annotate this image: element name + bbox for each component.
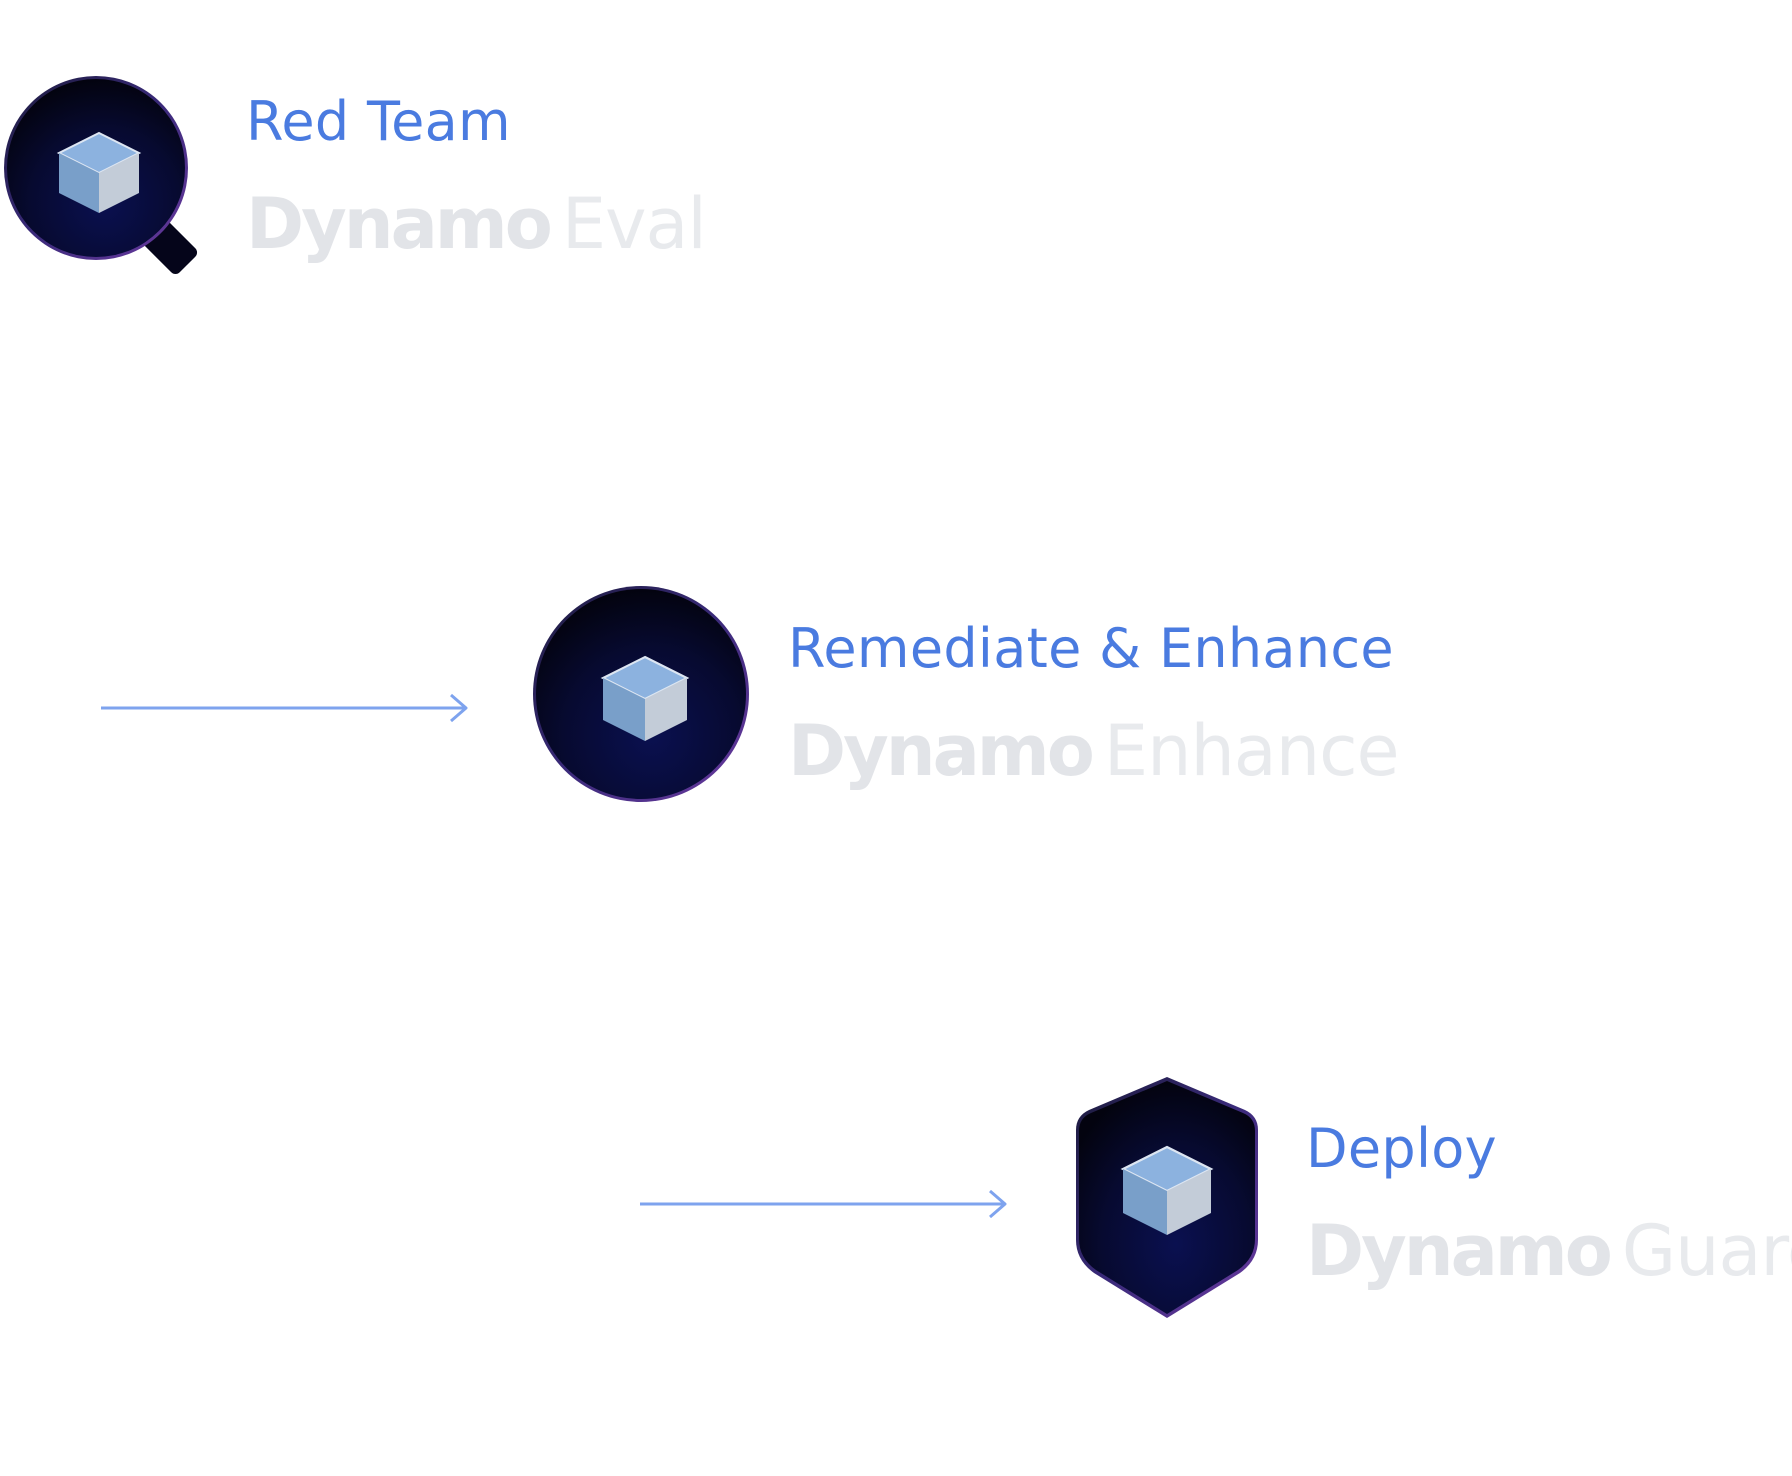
product-name: DynamoGuard [1306, 1216, 1792, 1286]
product-label: Guard [1621, 1210, 1792, 1292]
step-title: Red Team [246, 90, 511, 153]
brand-name: Dynamo [246, 183, 553, 265]
magnifier-cube-icon [4, 76, 198, 275]
step-title: Remediate & Enhance [788, 617, 1394, 680]
product-label: Enhance [1103, 710, 1400, 792]
connector-enhance-to-guard [639, 870, 1007, 1219]
brand-name: Dynamo [1306, 1210, 1613, 1292]
shield-cube-icon [1076, 1077, 1258, 1318]
step-title: Deploy [1306, 1117, 1497, 1180]
product-label: Eval [561, 183, 707, 265]
step-deploy: Deploy DynamoGuard [1306, 1117, 1792, 1287]
connector-eval-to-enhance [100, 372, 468, 723]
circle-cube-icon [533, 586, 749, 802]
brand-name: Dynamo [788, 710, 1095, 792]
